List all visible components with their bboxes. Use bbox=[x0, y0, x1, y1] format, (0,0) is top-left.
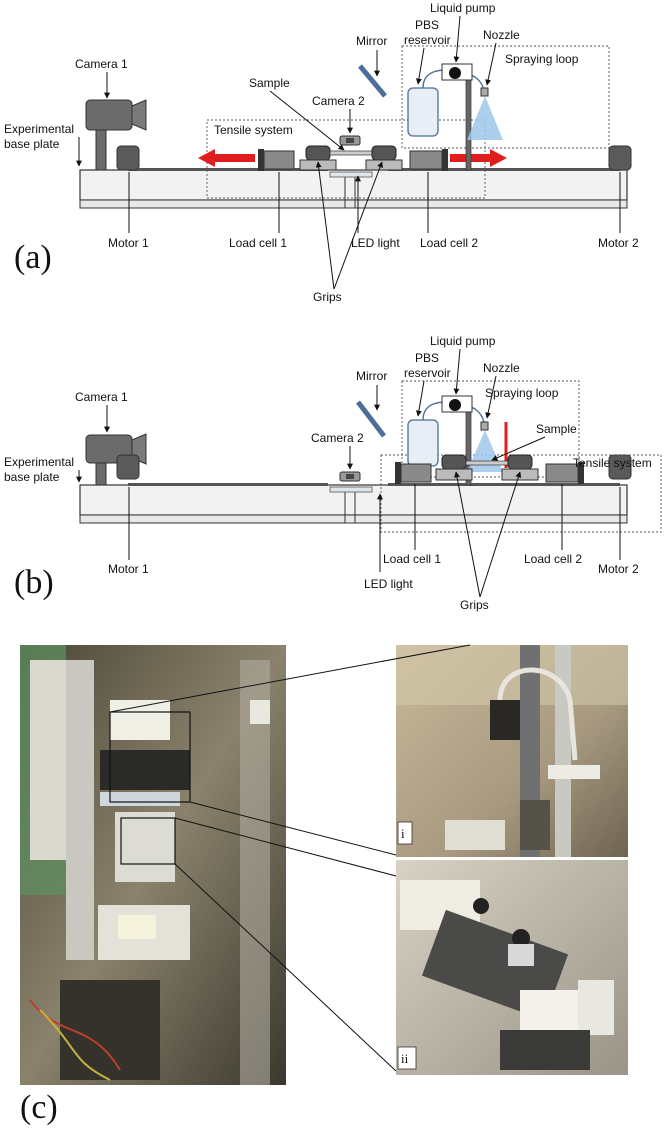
label-base-plate-l2-b: base plate bbox=[4, 470, 60, 484]
label-nozzle-b: Nozzle bbox=[483, 361, 520, 375]
panel-c: i ii (c) bbox=[20, 644, 628, 1126]
motor-2-icon bbox=[608, 145, 632, 171]
nozzle-icon bbox=[480, 87, 489, 97]
inset-photo-i: i bbox=[396, 645, 628, 857]
spray-cone-b bbox=[467, 430, 503, 472]
grip-right-icon bbox=[371, 145, 397, 161]
label-motor-2-b: Motor 2 bbox=[598, 562, 639, 576]
label-base-plate-l2: base plate bbox=[4, 137, 60, 151]
main-photo bbox=[20, 645, 286, 1085]
load-cell-1-icon bbox=[263, 150, 295, 170]
label-camera-2: Camera 2 bbox=[312, 94, 365, 108]
panel-a bbox=[79, 45, 632, 209]
label-load-cell-2-b: Load cell 2 bbox=[524, 552, 582, 566]
label-nozzle: Nozzle bbox=[483, 28, 520, 42]
label-pbs-l2-b: reservoir bbox=[404, 366, 451, 380]
zoom-line-ii-bottom bbox=[174, 863, 397, 1072]
motor-1-icon-b bbox=[116, 454, 140, 480]
pbs-reservoir-icon bbox=[407, 87, 439, 137]
spraying-loop-box bbox=[401, 45, 610, 149]
label-load-cell-2: Load cell 2 bbox=[420, 236, 478, 250]
load-cell-1-icon-b bbox=[400, 463, 432, 483]
label-base-plate-l1: Experimental bbox=[4, 122, 74, 136]
zoom-box-i bbox=[109, 711, 191, 803]
label-camera-2-b: Camera 2 bbox=[311, 431, 364, 445]
inset-ii-tag: ii bbox=[401, 1051, 409, 1066]
inset-i-tag: i bbox=[401, 826, 405, 841]
label-spraying-loop-b: Spraying loop bbox=[485, 386, 559, 400]
grip-right-icon-b bbox=[507, 454, 533, 470]
zoom-line-ii-top bbox=[174, 817, 397, 877]
inset-photo-ii: ii bbox=[396, 860, 628, 1075]
grip-left-icon-b bbox=[441, 454, 467, 470]
panel-b-tag: (b) bbox=[14, 564, 54, 601]
mirror-icon bbox=[358, 64, 387, 98]
label-mirror-b: Mirror bbox=[356, 369, 387, 383]
grip-left-icon bbox=[305, 145, 331, 161]
spray-cone bbox=[467, 96, 503, 140]
zoom-box-ii bbox=[120, 817, 176, 865]
liquid-pump-icon-b bbox=[449, 399, 461, 411]
led-light bbox=[329, 171, 373, 178]
label-liquid-pump: Liquid pump bbox=[430, 1, 496, 15]
label-pbs-l1: PBS bbox=[415, 18, 439, 32]
label-grips: Grips bbox=[313, 290, 342, 304]
panel-b bbox=[79, 380, 662, 533]
label-motor-2: Motor 2 bbox=[598, 236, 639, 250]
panel-b-labels: (b) Camera 1 Experimental base plate Mir… bbox=[4, 334, 652, 612]
pbs-reservoir-icon-b bbox=[407, 419, 439, 467]
panel-a-tag: (a) bbox=[14, 239, 52, 276]
spraying-loop-box-b bbox=[401, 380, 580, 478]
label-camera-1: Camera 1 bbox=[75, 57, 128, 71]
pull-arrow-right bbox=[450, 149, 507, 167]
pull-arrow-left bbox=[198, 149, 255, 167]
label-mirror: Mirror bbox=[356, 34, 387, 48]
label-load-cell-1-b: Load cell 1 bbox=[383, 552, 441, 566]
label-led-light-b: LED light bbox=[364, 577, 413, 591]
led-light-b bbox=[329, 486, 373, 493]
motor-2-icon-b bbox=[608, 454, 632, 480]
panel-c-tag: (c) bbox=[20, 1089, 58, 1126]
label-base-plate-l1-b: Experimental bbox=[4, 455, 74, 469]
mirror-icon-b bbox=[356, 400, 386, 438]
load-cell-2-icon bbox=[409, 150, 443, 170]
zoom-line-i-bottom bbox=[189, 801, 397, 856]
label-tensile-system: Tensile system bbox=[214, 123, 293, 137]
label-motor-1-b: Motor 1 bbox=[108, 562, 149, 576]
camera-1-icon bbox=[85, 99, 147, 171]
label-camera-1-b: Camera 1 bbox=[75, 390, 128, 404]
label-liquid-pump-b: Liquid pump bbox=[430, 334, 496, 348]
sample-strip bbox=[329, 150, 375, 156]
label-load-cell-1: Load cell 1 bbox=[229, 236, 287, 250]
label-grips-b: Grips bbox=[460, 598, 489, 612]
nozzle-icon-b bbox=[480, 421, 489, 431]
label-sample-b: Sample bbox=[536, 422, 577, 436]
label-tensile-system-b: Tensile system bbox=[573, 456, 652, 470]
motor-1-icon bbox=[116, 145, 140, 171]
liquid-pump-icon bbox=[449, 67, 461, 79]
panel-a-labels: (a) Camera 1 Experimental base plate Ten… bbox=[4, 1, 639, 304]
label-led-light: LED light bbox=[351, 236, 400, 250]
label-sample: Sample bbox=[249, 76, 290, 90]
label-pbs-l1-b: PBS bbox=[415, 351, 439, 365]
zoom-line-i-top bbox=[109, 644, 471, 713]
sample-strip-b bbox=[465, 460, 511, 466]
label-pbs-l2: reservoir bbox=[404, 33, 451, 47]
label-spraying-loop: Spraying loop bbox=[505, 52, 579, 66]
label-motor-1: Motor 1 bbox=[108, 236, 149, 250]
